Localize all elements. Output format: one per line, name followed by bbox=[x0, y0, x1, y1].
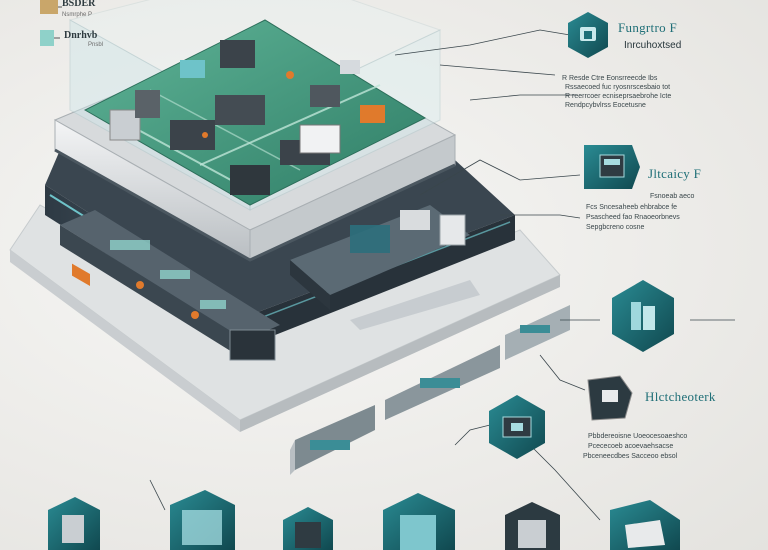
legend-swatches bbox=[40, 0, 62, 46]
callout-4-title: Hlctcheoterk bbox=[645, 389, 716, 404]
bottom-icon-2 bbox=[170, 490, 235, 550]
hex-icon-4 bbox=[587, 375, 633, 421]
legend-title-1: BSDER bbox=[62, 0, 96, 9]
callout-1-line-2: Rssaecoed fuc ryosnrscesbaio tot bbox=[565, 84, 671, 91]
callout-4-line-2: Pcececoeb acoevaehsacse bbox=[588, 443, 674, 450]
side-module bbox=[290, 205, 480, 330]
callout-2-line-2: Fcs Sncesaheeb ehbrabce fe bbox=[586, 204, 678, 211]
component-strip bbox=[60, 210, 280, 361]
hex-icon-3 bbox=[612, 280, 674, 352]
legend-sub-1: Nsmrphe P bbox=[62, 12, 93, 18]
legend-title-2: Dnrhvb bbox=[64, 30, 98, 41]
callout-4-line-1: Pbbdereoisne Uoeocesoaeshco bbox=[588, 433, 688, 440]
callout-2-line-3: Psascheed fao Rnaoeorbnevs bbox=[586, 214, 680, 221]
bottom-icon-6 bbox=[610, 500, 680, 550]
callout-1-line-3: R reerrcoer ecniseprsaebrohe Icte bbox=[565, 93, 672, 100]
hex-icon-1 bbox=[568, 12, 608, 58]
bottom-icon-4 bbox=[383, 493, 455, 550]
callout-2-line-1: Fsnoeab aeco bbox=[650, 193, 695, 200]
callout-1-line-1: R Resde Ctre Eonsrreecde Ibs bbox=[562, 75, 658, 82]
bottom-icon-3 bbox=[283, 507, 333, 550]
callout-1-subtitle: Inrcuhoxtsed bbox=[624, 40, 682, 51]
connector-lines bbox=[149, 29, 735, 521]
callout-1-title: Fungrtro F bbox=[618, 20, 677, 35]
hex-icon-5 bbox=[489, 395, 545, 459]
callout-1-line-4: Rendpcybvlrss Eocetusne bbox=[565, 102, 646, 109]
bottom-icon-1 bbox=[48, 497, 100, 550]
bottom-icon-5 bbox=[505, 502, 560, 550]
callout-2-title: Jltcaicy F bbox=[648, 166, 702, 181]
legend-sub-2: Pnsbl bbox=[88, 42, 104, 48]
main-circuit-board bbox=[83, 19, 427, 206]
connector-blocks bbox=[290, 305, 570, 475]
callout-2-line-4: Sepgbcreno cosne bbox=[586, 224, 645, 231]
callout-4-line-3: Pbceneecdbes Sacceoo ebsol bbox=[583, 453, 678, 460]
hex-icon-2 bbox=[584, 145, 640, 189]
